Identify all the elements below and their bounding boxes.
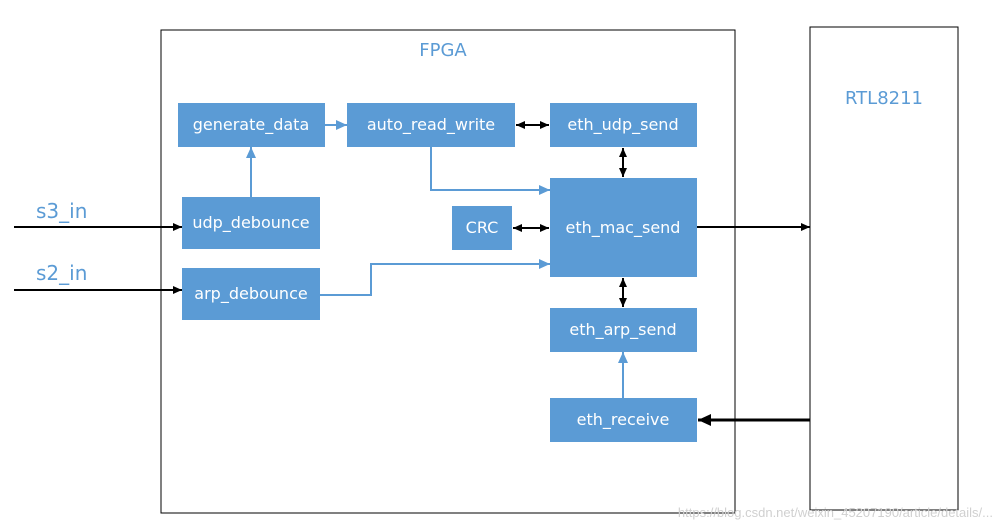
s2-in-label: s2_in [36,261,87,285]
watermark-text: https://blog.csdn.net/weixin_45207190/ar… [678,505,993,520]
arrow-auto-to-mac [430,147,550,195]
block-eth-mac-send-label: eth_mac_send [566,218,681,238]
block-udp-debounce: udp_debounce [182,197,320,249]
arrow-arp-debounce-to-mac [320,259,550,296]
block-generate-data-label: generate_data [193,115,310,135]
block-eth-arp-send-label: eth_arp_send [569,320,676,340]
block-auto-read-write-label: auto_read_write [367,115,495,135]
block-udp-debounce-label: udp_debounce [192,213,309,233]
rtl8211-container [809,26,959,511]
block-eth-udp-send: eth_udp_send [550,103,697,147]
block-auto-read-write: auto_read_write [347,103,515,147]
block-eth-mac-send: eth_mac_send [550,178,697,277]
block-eth-receive: eth_receive [550,398,697,442]
block-arp-debounce-label: arp_debounce [194,284,307,304]
block-eth-arp-send: eth_arp_send [550,308,697,352]
fpga-container [160,29,736,514]
fpga-label: FPGA [419,40,467,61]
block-generate-data: generate_data [178,103,325,147]
block-crc: CRC [452,206,512,250]
block-crc-label: CRC [466,218,499,237]
block-eth-receive-label: eth_receive [577,410,670,430]
block-eth-udp-send-label: eth_udp_send [567,115,678,135]
s3-in-label: s3_in [36,199,87,223]
rtl8211-label: RTL8211 [845,88,923,109]
block-arp-debounce: arp_debounce [182,268,320,320]
